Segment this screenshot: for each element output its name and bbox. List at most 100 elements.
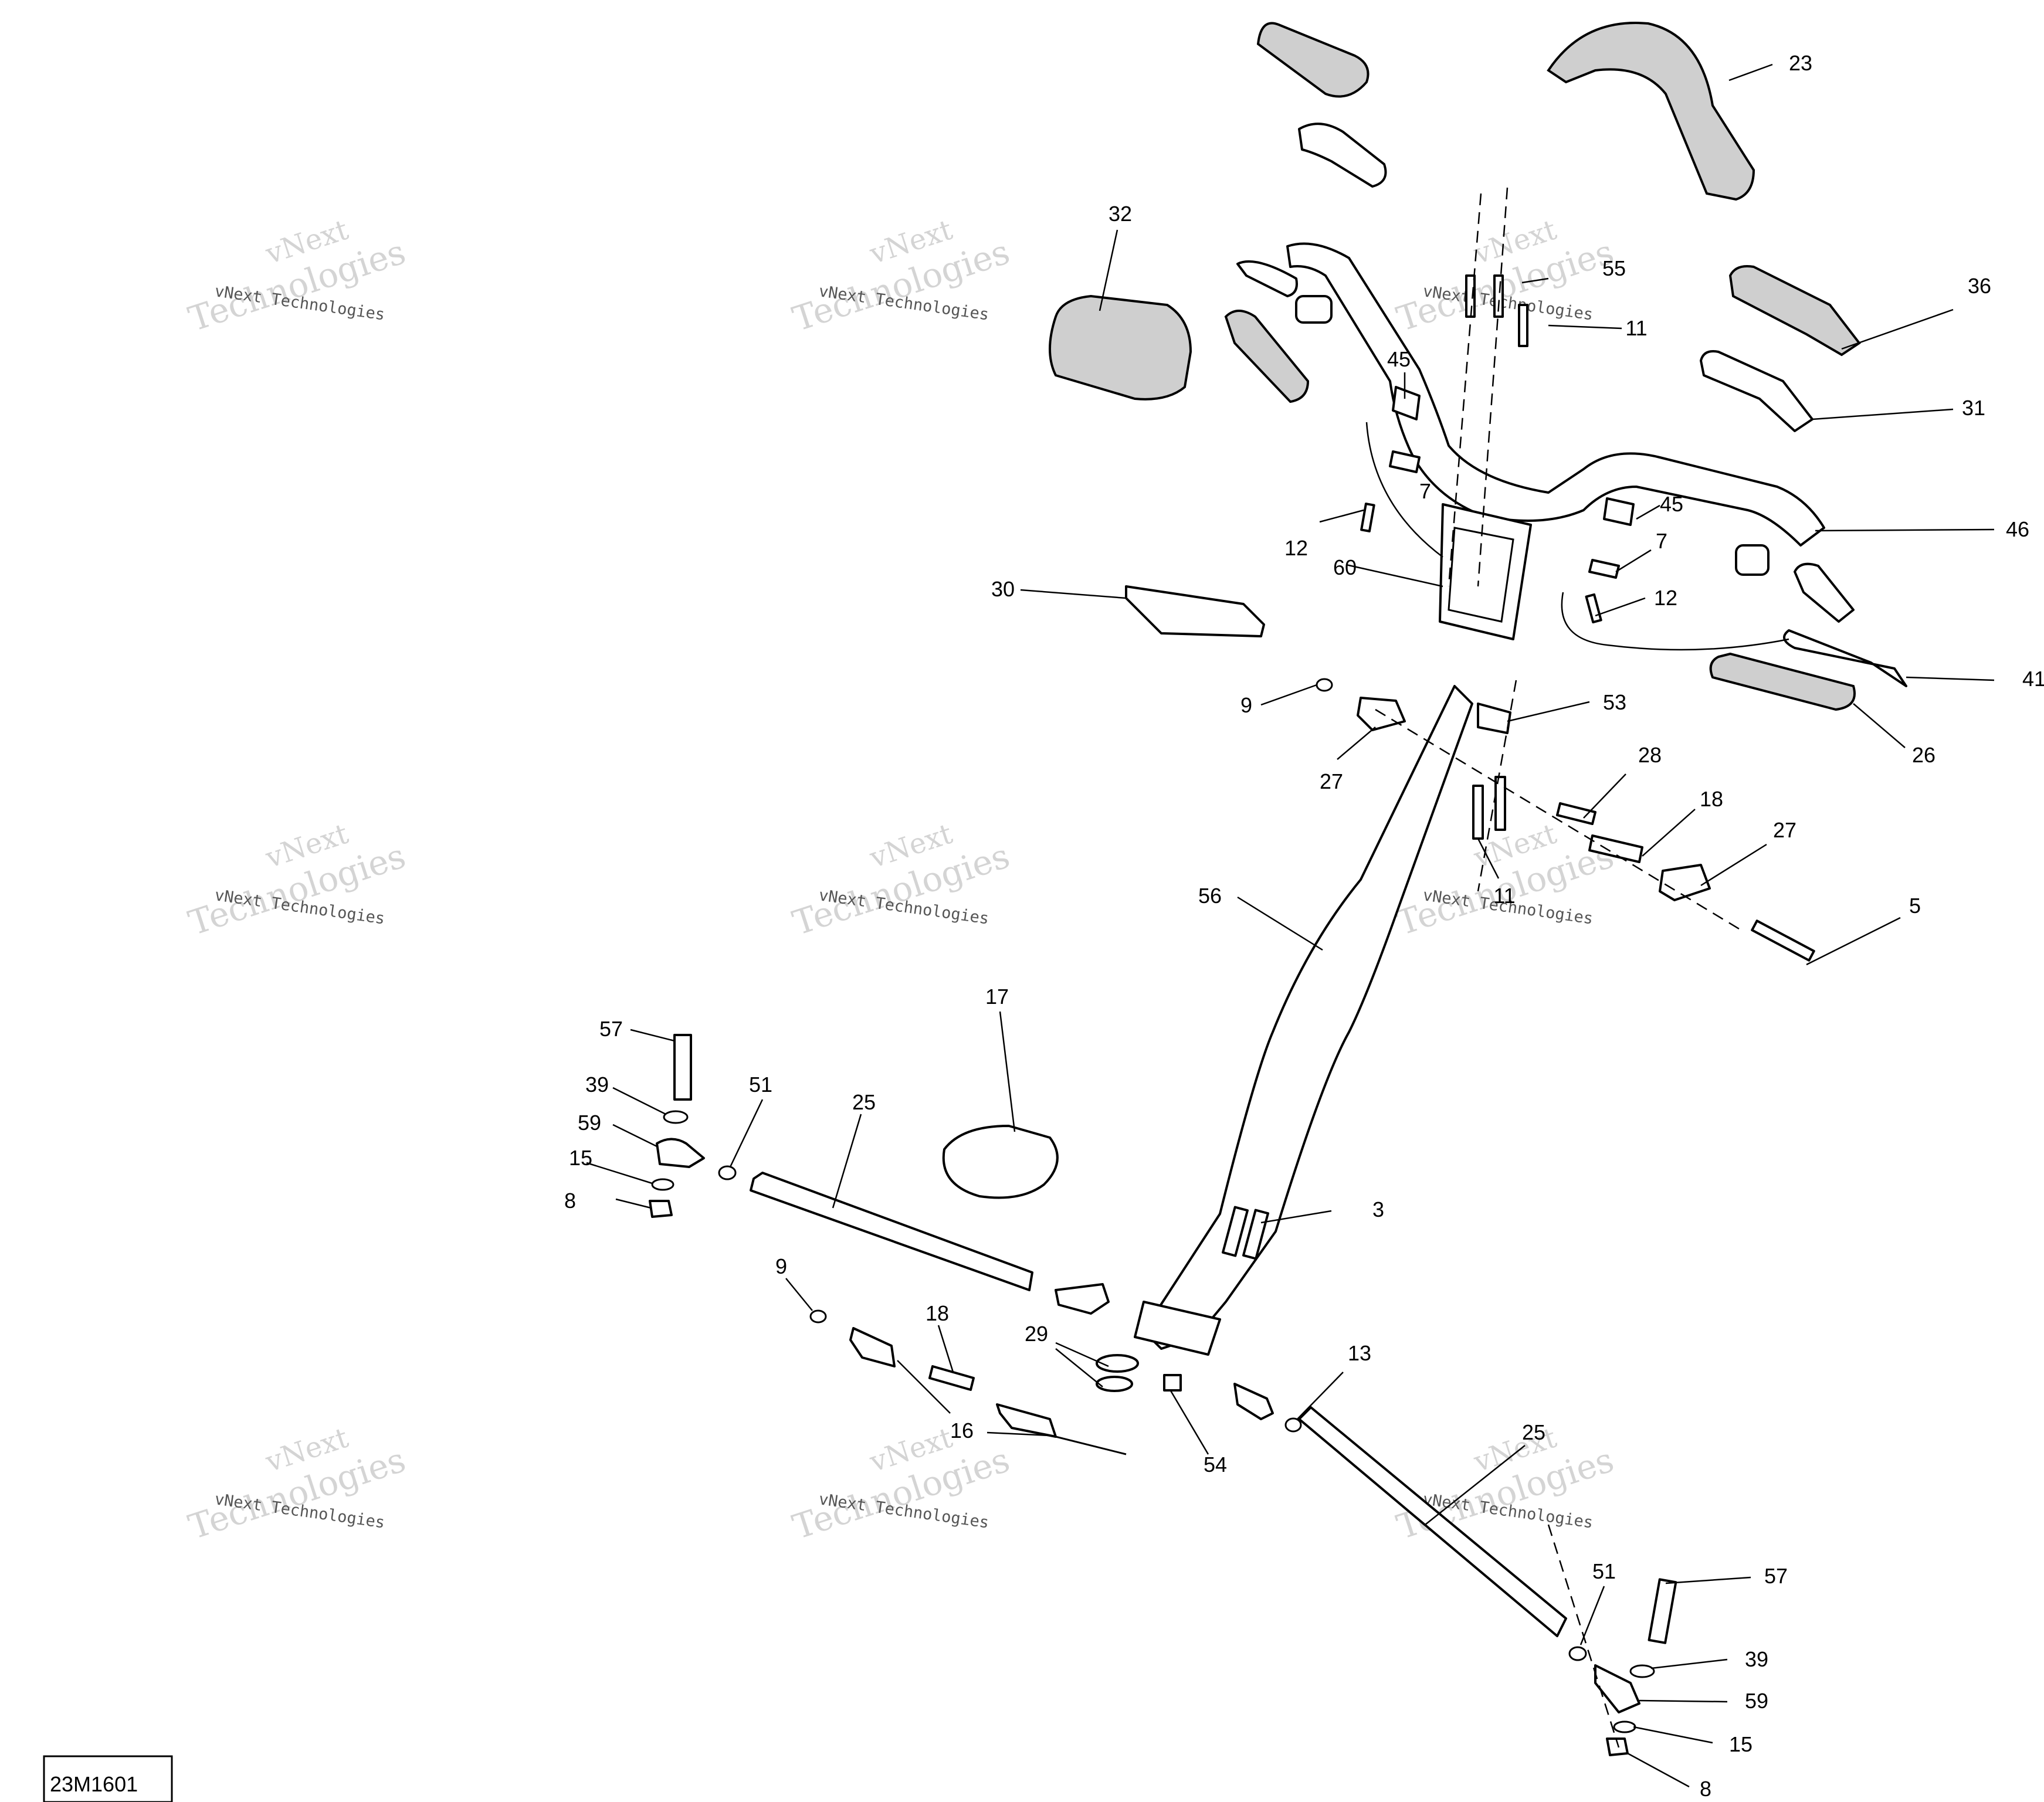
plate-30 [1125, 585, 1265, 637]
grip-left-handlebar [1224, 310, 1310, 403]
watermark-tile: vNext Technologies vNext Technologies [1392, 1421, 1618, 1548]
clip-7-left [1389, 450, 1421, 473]
callout-27-right: 27 [1773, 818, 1796, 842]
callout-30: 30 [991, 577, 1015, 601]
callout-28: 28 [1638, 743, 1662, 767]
callout-25-left: 25 [852, 1090, 876, 1114]
washer-39-right [1629, 1664, 1655, 1678]
diagram-reference-label: 23M1601 [50, 1772, 138, 1796]
watermark-tile: vNext Technologies vNext Technologies [184, 213, 410, 340]
switch-cable-right [1561, 592, 1789, 651]
callout-11-upper: 11 [1625, 316, 1647, 340]
clip-45-left [1392, 386, 1421, 420]
callout-54: 55 [1602, 256, 1626, 280]
callout-7-right: 7 [1656, 529, 1667, 553]
callout-31: 32 [1109, 202, 1132, 226]
callout-12-right: 12 [1654, 586, 1677, 610]
callout-7-left: 7 [1419, 479, 1431, 503]
tube-32 [1700, 350, 1814, 432]
grip-upper-left [1256, 22, 1370, 98]
grip-36 [1728, 265, 1861, 357]
clip-7-right [1588, 559, 1620, 579]
nut-9-lower [809, 1309, 827, 1323]
bushing-left [1295, 295, 1333, 324]
callout-26: 26 [1912, 743, 1935, 767]
watermark-tile: vNext Technologies vNext Technologies [788, 213, 1014, 340]
shim-29-b [1096, 1376, 1133, 1392]
column-base [1134, 1301, 1221, 1356]
callout-11-lower: 11 [1493, 884, 1515, 908]
watermark-tile: vNext Technologies vNext Technologies [184, 817, 410, 944]
callout-45-right: 45 [1660, 492, 1683, 516]
bushing-56 [1163, 1374, 1182, 1392]
callout-23: 23 [1789, 51, 1812, 75]
bolt-57-left [673, 1034, 692, 1101]
throttle-41 [1783, 629, 1907, 687]
callout-57-right: 57 [1764, 1564, 1788, 1588]
connector-27-right [1659, 864, 1711, 901]
bracket-53 [1477, 703, 1511, 734]
tie-rod-end-lower-left [1233, 1383, 1274, 1420]
pin-12-left [1360, 503, 1375, 532]
callout-15-right: 15 [1729, 1732, 1753, 1756]
leader-lines [586, 63, 1995, 1788]
watermark-tile: vNext Technologies vNext Technologies [788, 817, 1014, 944]
bolt-11-upper-c [1518, 304, 1528, 347]
nut-13 [1284, 1417, 1302, 1433]
bolt-11-upper-a [1465, 274, 1476, 318]
callout-56: 54 [1204, 1453, 1227, 1477]
callout-39-right: 39 [1745, 1647, 1768, 1671]
nut-51-left [718, 1165, 737, 1180]
clamp-60-detail [1448, 527, 1514, 623]
ball-joint-59-left [656, 1138, 705, 1168]
callout-51-left: 51 [749, 1073, 772, 1097]
grip-right-26 [1709, 652, 1856, 711]
washer-15-right [1613, 1720, 1636, 1733]
bolt-11-lower-a [1472, 785, 1484, 840]
bolt-3-a [1222, 1206, 1249, 1257]
tie-rod-25-right [1298, 1406, 1567, 1637]
callout-16: 17 [985, 985, 1009, 1009]
washer-39-left [663, 1110, 689, 1124]
connector-17-a [849, 1327, 896, 1367]
tie-rod-25-left [750, 1172, 1033, 1291]
callout-25-right: 25 [1522, 1420, 1545, 1444]
callout-53: 53 [1603, 690, 1626, 714]
callouts: 23 32 55 11 36 45 31 7 45 46 12 7 60 30 … [564, 51, 2044, 1801]
diagram-reference: 23M1601 [43, 1755, 173, 1802]
cable-17 [1055, 1436, 1127, 1455]
clip-45-right [1603, 497, 1635, 526]
callout-17: 16 [950, 1418, 974, 1443]
pad-31 [1049, 294, 1192, 401]
callout-18-upper: 18 [1700, 787, 1723, 811]
callout-57-left: 57 [599, 1017, 623, 1041]
watermark-tile: vNext Technologies vNext Technologies [1392, 213, 1618, 340]
callout-46: 46 [2006, 517, 2029, 541]
switch-cable-left [1365, 422, 1443, 558]
assembly-line [1477, 680, 1517, 892]
callout-59-left: 59 [578, 1111, 601, 1135]
boot-16 [942, 1125, 1059, 1199]
steering-column-55 [1143, 685, 1473, 1350]
tube-upper [1298, 123, 1387, 188]
sleeve-left [1236, 260, 1298, 297]
bolt-57-right [1648, 1578, 1677, 1644]
callout-32: 31 [1962, 396, 1985, 420]
callout-3: 3 [1372, 1197, 1384, 1221]
shim-29-a [1096, 1354, 1139, 1373]
ball-joint-59-right [1594, 1664, 1640, 1713]
callout-8-left: 8 [564, 1189, 576, 1213]
callout-29: 29 [1025, 1322, 1048, 1346]
nut-9-upper [1316, 678, 1333, 692]
callout-18-lower: 18 [926, 1301, 949, 1325]
callout-41: 41 [2022, 667, 2044, 691]
callout-9-lower: 9 [775, 1254, 787, 1278]
nut-8-left [649, 1200, 673, 1218]
washer-15-left [651, 1178, 674, 1191]
callout-27-left: 27 [1320, 769, 1343, 793]
watermark-tile: vNext Technologies vNext Technologies [184, 1421, 410, 1548]
bolt-5 [1751, 919, 1815, 962]
tube-right-small [1794, 562, 1855, 623]
wedge-28 [1556, 802, 1596, 825]
